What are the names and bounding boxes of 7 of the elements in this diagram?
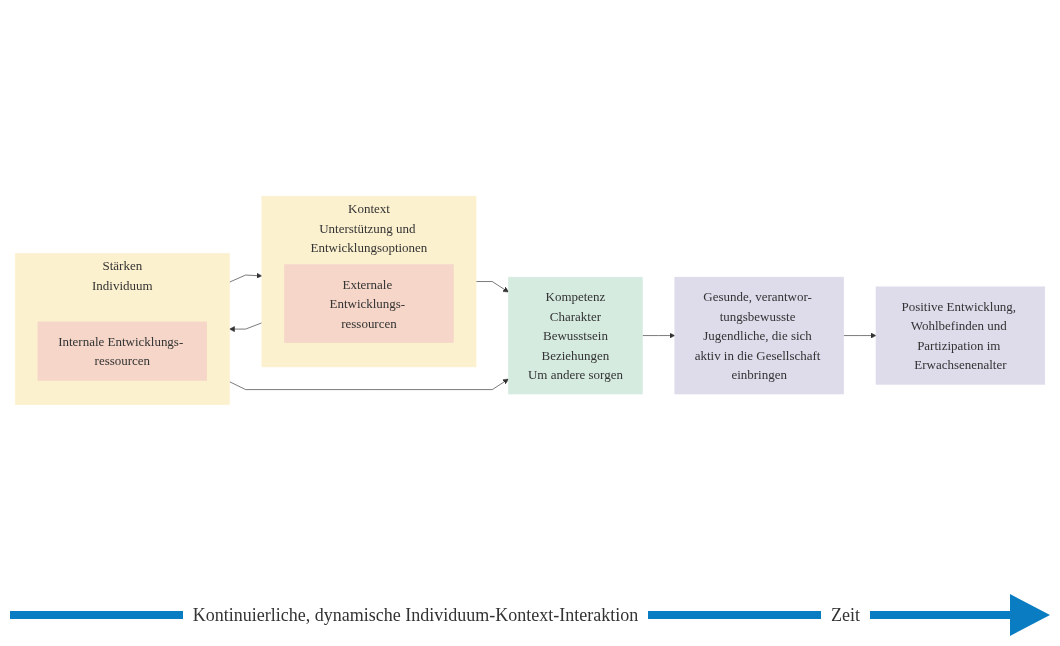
node-box: Gesunde, verantwor- tungsbewusste Jugendliche, die sich aktiv in die Gesellschaft einbringen (674, 276, 844, 394)
time-label: Zeit (831, 604, 860, 626)
node-box: Positive Entwicklung, Wohlbefinden und Partizipation im Erwachsenenalter (875, 286, 1046, 385)
timeline-label: Kontinuierliche, dynamische Individuum-Kontext-Interaktion (192, 604, 639, 626)
node-box: Externale Entwicklungs- ressourcen (284, 263, 454, 343)
node-box: Internale Entwicklungs- ressourcen (37, 321, 207, 381)
node-box: Kompetenz Charakter Bewusstsein Beziehungen Um andere sorgen (508, 276, 643, 394)
